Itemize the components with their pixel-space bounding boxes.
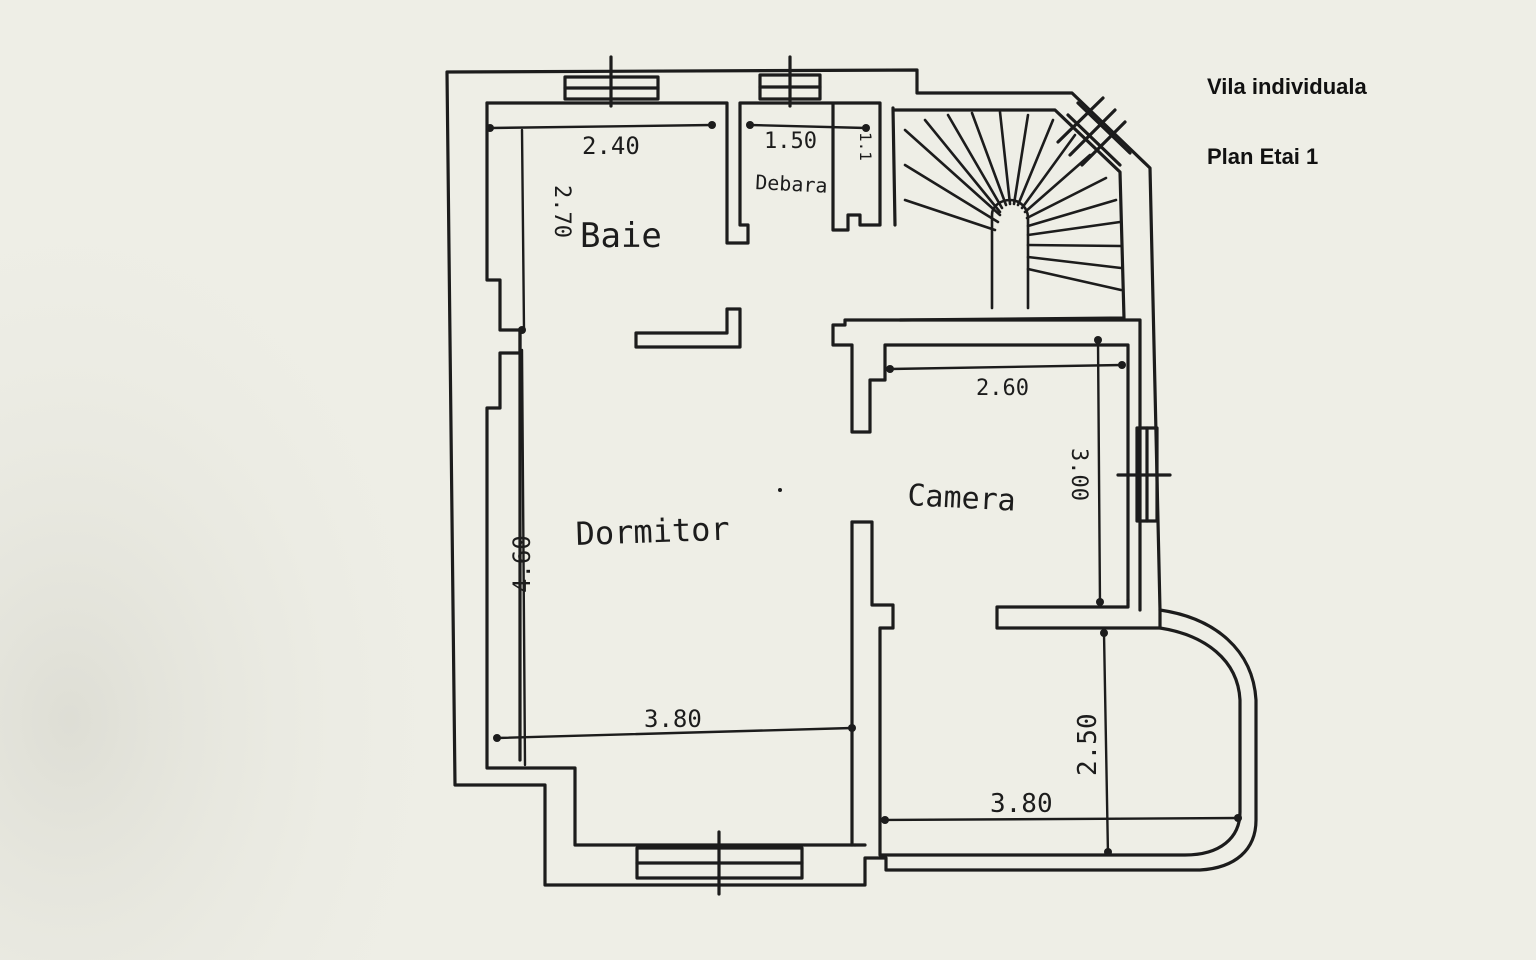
camera-top-wall <box>831 318 1142 612</box>
dim-baie-depth: 2.70 <box>549 185 574 238</box>
room-label-debara: Debara <box>755 170 828 198</box>
internal-stub-wall <box>634 307 742 349</box>
title-block: Vila individuala Plan Etai 1 <box>1207 74 1367 170</box>
dim-balcony-depth: 2.50 <box>1073 713 1103 776</box>
dim-camera-depth: 3.00 <box>1066 448 1091 501</box>
camera-balcony-wall <box>995 598 1162 630</box>
stair-well-wall <box>891 106 1126 322</box>
dim-dormitor-width: 3.80 <box>644 705 702 733</box>
project-title: Vila individuala <box>1207 74 1367 99</box>
exterior-wall-outer <box>445 68 1258 887</box>
dimension-ticks <box>486 121 1242 856</box>
dim-camera-width: 2.60 <box>976 376 1029 401</box>
paper-shadow <box>0 0 700 960</box>
dormitor-inner-face <box>518 328 867 847</box>
window-stair-corner <box>1056 96 1132 167</box>
window-bottom <box>635 830 804 896</box>
dim-dormitor-depth: 4.60 <box>508 535 536 593</box>
plan-title: Plan Etai 1 <box>1207 144 1319 169</box>
window-right <box>1116 426 1172 523</box>
dim-debara-depth: 1.1 <box>856 132 875 161</box>
dim-balcony-width: 3.80 <box>990 789 1053 819</box>
dimension-lines <box>488 123 1242 857</box>
room-label-dormitor: Dormitor <box>575 510 730 553</box>
dim-baie-width: 2.40 <box>582 132 640 160</box>
dim-debara-width: 1.50 <box>764 129 817 154</box>
spiral-staircase <box>903 110 1123 310</box>
exterior-wall-left-inner <box>485 101 857 847</box>
room-label-camera: Camera <box>907 478 1017 519</box>
room-label-baie: Baie <box>580 216 662 256</box>
window-top-middle <box>758 55 822 108</box>
exterior-wall-top-inner <box>485 101 882 245</box>
window-top-left <box>563 55 660 108</box>
